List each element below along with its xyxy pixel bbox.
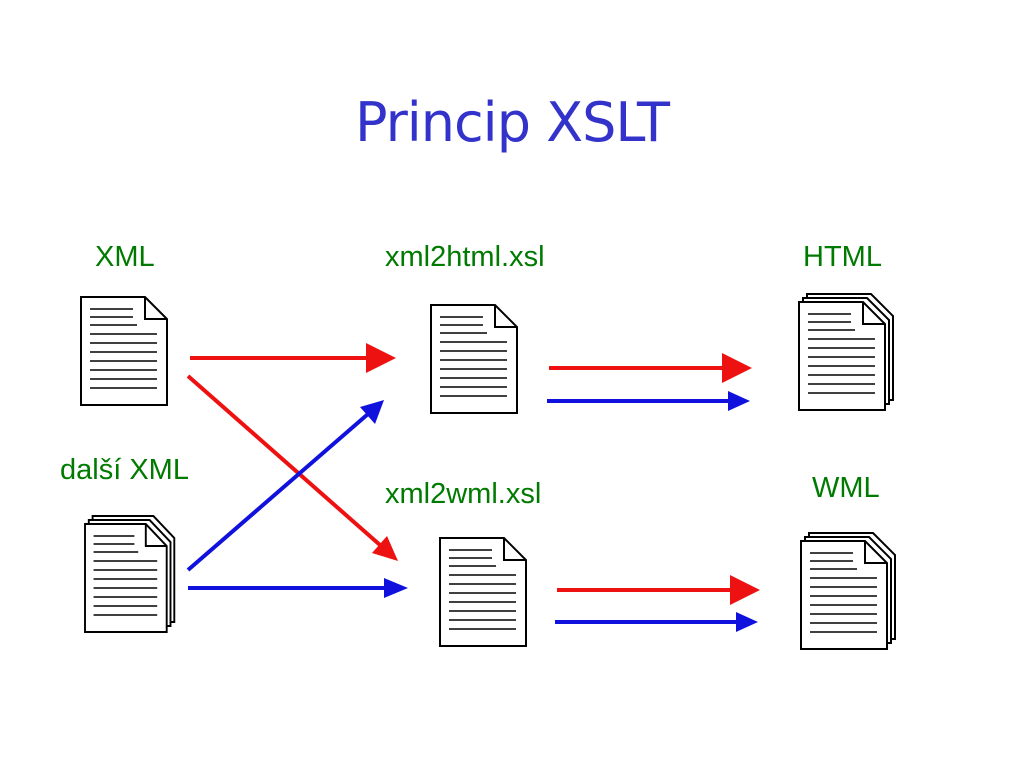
arrow-xml2html-to-html-blue [547,391,750,411]
doc-html-icon [798,293,894,411]
arrow-xml2wml-to-wml-red [557,575,760,605]
label-wml: WML [812,472,880,504]
arrow-xml-to-xml2html [190,343,396,373]
doc-xml2wml-xsl-icon [439,537,527,647]
doc-wml-icon [800,532,896,650]
label-xml2html-xsl: xml2html.xsl [385,241,545,273]
label-xml: XML [95,241,155,273]
label-html: HTML [803,241,882,273]
label-xml2wml-xsl: xml2wml.xsl [385,478,542,510]
arrow-xml2html-to-html-red [549,353,752,383]
arrow-xml-to-xml2wml [186,374,398,561]
arrow-other-xml-to-xml2html [186,400,384,572]
arrow-other-xml-to-xml2wml [188,578,408,598]
slide-title: Princip XSLT [354,91,670,154]
arrow-xml2wml-to-wml-blue [555,612,758,632]
label-other-xml: další XML [60,454,189,486]
doc-other-xml-icon [84,515,176,633]
doc-xml2html-xsl-icon [430,304,518,414]
doc-xml-icon [80,296,168,406]
